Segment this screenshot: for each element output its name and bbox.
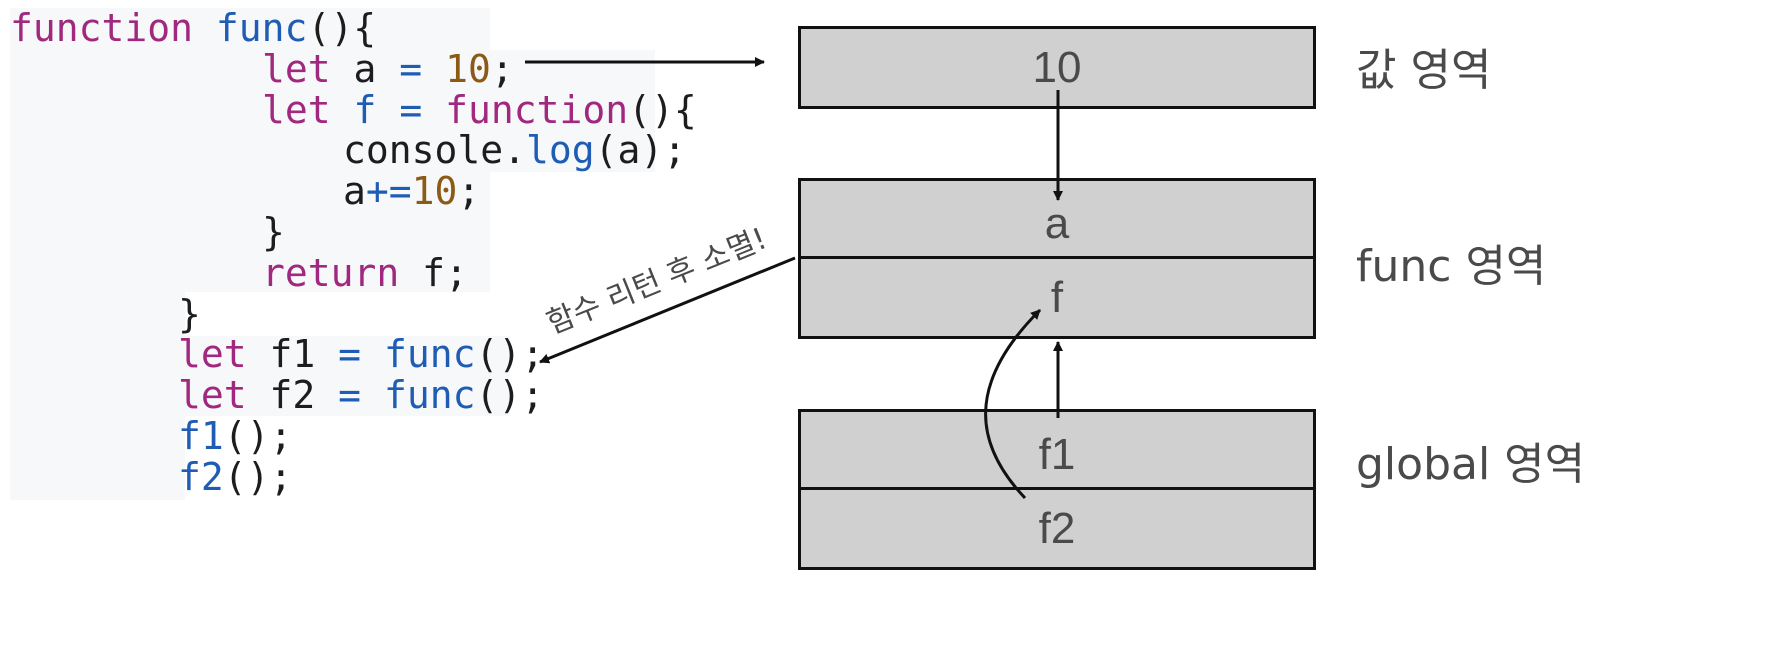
code-token: f; [399,250,468,295]
code-token: 10 [445,46,491,91]
code-line: return f; [262,250,468,296]
code-line: } [178,291,201,337]
global-region-box: f1 f2 [798,409,1316,570]
code-token: let [262,46,331,91]
global-region-divider [801,487,1313,490]
code-line: } [262,209,285,255]
code-token: } [262,210,285,254]
code-token: func [383,332,476,377]
code-line: let f1 = func(); [178,331,544,377]
code-token: ; [457,169,481,214]
func-region-box: a f [798,178,1316,339]
code-token: (){ [307,6,377,50]
code-token: (){ [628,87,697,132]
code-token: (); [475,373,545,418]
code-token: let [262,87,331,132]
func-region-label: func 영역 [1356,241,1547,292]
code-block: function func(){let a = 10;let f = funct… [0,0,760,600]
func-region-divider [801,256,1313,259]
global-region-label: global 영역 [1356,439,1586,490]
code-token: 10 [411,169,458,214]
code-background [10,8,185,500]
code-token: f1 [246,332,339,377]
code-token: (); [223,454,293,499]
code-background [185,8,490,292]
value-cell: 10 [1032,43,1082,92]
func-cell-f: f [1050,273,1064,322]
arrow-destroy [539,256,796,364]
code-token: f1 [178,414,224,458]
arrow-f2-to-f [984,308,1042,500]
global-cell-f2: f2 [1038,504,1076,553]
func-cell-a: a [1044,199,1070,248]
code-line: f1(); [178,413,292,459]
code-token: ; [490,46,514,91]
code-token: console. [343,128,527,173]
code-token: = [399,46,423,91]
code-token: f2 [178,454,224,499]
code-line: let f2 = func(); [178,372,544,418]
code-token: a [343,169,366,214]
global-cell-f1: f1 [1038,430,1076,479]
code-token: let [178,373,247,418]
code-token: = [338,373,362,418]
code-token: (); [475,332,545,377]
code-token: function [445,87,629,132]
code-line: function func(){ [10,5,376,51]
code-token: return [262,250,400,295]
code-token: function [10,6,194,50]
code-token: } [178,291,201,336]
code-background [185,336,510,416]
code-token: = [338,332,362,377]
code-line: a+=10; [343,168,480,214]
code-token: func [215,6,308,50]
code-token: let [178,332,247,377]
value-region-label: 값 영역 [1356,45,1492,96]
code-token: (); [223,414,293,458]
code-token: = [399,87,423,132]
code-line: f2(); [178,454,292,500]
code-token: f2 [246,373,339,418]
code-token: += [365,169,412,214]
code-line: let a = 10; [262,46,514,92]
code-token: f [353,87,377,132]
code-token: (a); [594,128,687,173]
code-background [490,50,655,172]
code-token: a [330,46,400,91]
code-token: log [526,128,595,173]
code-line: console.log(a); [343,127,686,173]
code-token: func [383,373,476,418]
code-line: let f = function(){ [262,87,697,133]
